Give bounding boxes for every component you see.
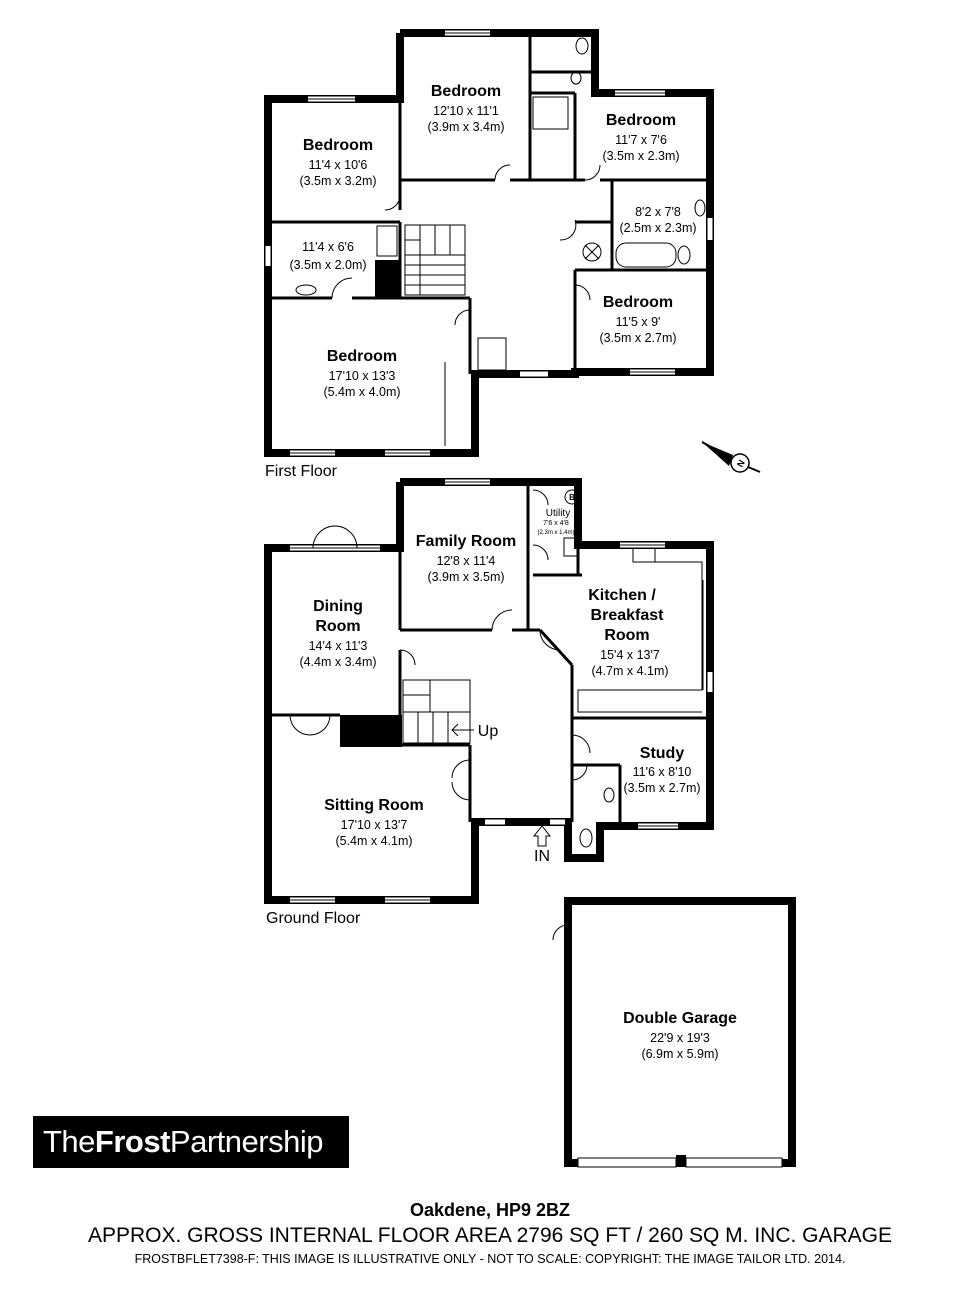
room-imperial: 11'7 x 7'6 [615,133,667,147]
ground-floor-doors [289,489,591,801]
room-metric: (3.5m x 3.2m) [299,174,376,188]
room-metric: (3.5m x 2.0m) [289,258,366,272]
utility-imperial: 7'6 x 4'8 [543,520,569,527]
room-name-line1: Kitchen / [588,587,656,604]
entry-label: IN [534,848,550,865]
garage-name: Double Garage [623,1010,737,1027]
compass-letter: N [735,458,747,469]
utility-name: Utility [546,508,570,519]
brand-part-2: Frost [94,1124,171,1159]
room-name: Bedroom [327,348,397,365]
room-imperial: 11'4 x 10'6 [309,158,368,172]
ground-floor-stairs [402,679,471,744]
garage-doors [552,924,783,1168]
first-floor-cupboard-fill [375,260,400,298]
first-floor-labels: Bedroom 12'10 x 11'1 (3.9m x 3.4m) Bedro… [289,83,696,399]
room-metric: (3.5m x 2.3m) [602,149,679,163]
room-name: Bedroom [303,137,373,154]
ground-floor-label: Ground Floor [266,910,361,927]
brand-part-1: The [43,1124,95,1159]
first-floor-window-lines [290,32,675,454]
ground-floor-fixtures [563,489,704,848]
room-name-line2: Breakfast [591,607,665,624]
room-imperial: 11'6 x 8'10 [633,765,692,779]
garage-metric: (6.9m x 5.9m) [641,1047,718,1061]
up-arrow-icon [451,723,474,737]
room-name: Sitting Room [324,797,424,814]
room-name-line1: Dining [313,598,363,615]
ground-floor-window-lines [290,481,678,901]
room-name-line2: Room [315,618,360,635]
room-name: Bedroom [603,294,673,311]
ground-floor-cupboard-fill [340,715,402,747]
property-title: Oakdene, HP9 2BZ [409,1200,571,1220]
room-name: Study [640,745,685,762]
copyright-note: FROSTBFLET7398-F: THIS IMAGE IS ILLUSTRA… [134,1252,846,1266]
room-imperial: 11'5 x 9' [616,315,661,329]
room-imperial: 11'4 x 6'6 [302,240,354,254]
room-name-line3: Room [604,627,649,644]
room-imperial: 12'8 x 11'4 [437,554,496,568]
boiler-label: B [569,493,575,502]
room-metric: (4.7m x 4.1m) [591,664,668,678]
room-metric: (3.5m x 2.7m) [599,331,676,345]
room-name: Family Room [416,533,516,550]
room-imperial: 12'10 x 11'1 [433,104,499,118]
room-metric: (4.4m x 3.4m) [299,655,376,669]
brand-logo: TheFrostPartnership [33,1116,349,1168]
room-imperial: 8'2 x 7'8 [635,205,681,219]
first-floor-doors [331,164,601,326]
room-imperial: 15'4 x 13'7 [600,648,660,662]
room-metric: (3.9m x 3.5m) [427,570,504,584]
first-floor-fixtures [295,37,706,446]
room-metric: (3.9m x 3.4m) [427,120,504,134]
utility-metric: (2.3m x 1.4m) [537,530,574,536]
first-floor-label: First Floor [265,463,337,480]
room-imperial: 17'10 x 13'7 [341,818,408,832]
ground-floor-labels: Family Room 12'8 x 11'4 (3.9m x 3.5m) Ki… [299,458,746,1061]
compass-icon [701,441,761,473]
floor-area-summary: APPROX. GROSS INTERNAL FLOOR AREA 2796 S… [87,1224,893,1247]
first-floor-partitions [268,33,710,374]
first-floor-stairs [404,224,466,296]
room-metric: (5.4m x 4.1m) [335,834,412,848]
room-imperial: 17'10 x 13'3 [329,369,396,383]
room-imperial: 14'4 x 11'3 [309,639,368,653]
entry-arrow-icon [532,825,552,847]
room-metric: (3.5m x 2.7m) [623,781,700,795]
room-name: Bedroom [606,112,676,129]
room-name: Bedroom [431,83,501,100]
room-metric: (5.4m x 4.0m) [323,385,400,399]
brand-part-3: Partnership [169,1124,324,1159]
garage-walls [564,897,796,1167]
stairs-up-label: Up [478,723,499,740]
room-metric: (2.5m x 2.3m) [619,221,696,235]
ground-floor-partitions [268,482,710,826]
garage-imperial: 22'9 x 19'3 [650,1031,710,1045]
